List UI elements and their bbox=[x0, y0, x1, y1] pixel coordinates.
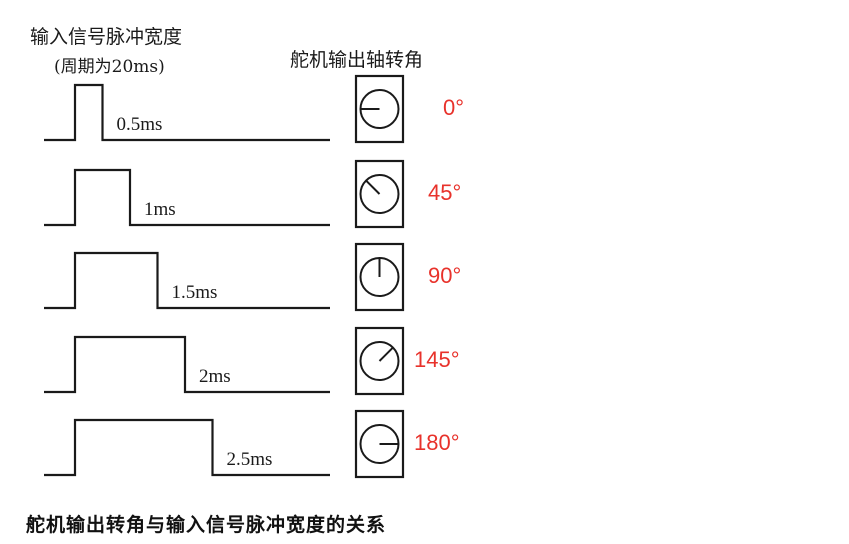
servo-box-2 bbox=[354, 159, 405, 229]
angle-label-4: 145° bbox=[414, 347, 460, 372]
servo-pointer-2 bbox=[365, 179, 381, 195]
servo-dial-2 bbox=[359, 174, 400, 214]
header-input-width: 输入信号脉冲宽度 bbox=[30, 26, 183, 48]
pulse-waveform-4 bbox=[44, 335, 330, 394]
servo-pointer-4 bbox=[378, 346, 394, 362]
pulse-waveform-1 bbox=[44, 83, 330, 142]
pulse-width-label-2: 1ms bbox=[144, 199, 176, 220]
pulse-width-label-3: 1.5ms bbox=[171, 282, 218, 303]
servo-dial-4 bbox=[359, 341, 400, 381]
pulse-width-label-5: 2.5ms bbox=[226, 449, 273, 470]
angle-label-1: 0° bbox=[443, 95, 465, 120]
servo-box-3 bbox=[354, 242, 405, 312]
servo-box-5 bbox=[354, 409, 405, 479]
angle-label-3: 90° bbox=[428, 263, 462, 288]
pulse-waveform-5 bbox=[44, 418, 330, 477]
pulse-width-label-1: 0.5ms bbox=[116, 114, 163, 135]
angle-label-5: 180° bbox=[414, 430, 460, 455]
header-output-angle: 舵机输出轴转角 bbox=[290, 49, 424, 71]
servo-box-1 bbox=[354, 74, 405, 144]
header-period: (周期为20ms) bbox=[54, 57, 165, 77]
figure-caption: 舵机输出转角与输入信号脉冲宽度的关系 bbox=[26, 514, 387, 536]
servo-box-4 bbox=[354, 326, 405, 396]
pulse-waveform-3 bbox=[44, 251, 330, 310]
angle-label-2: 45° bbox=[428, 180, 462, 205]
pulse-width-label-4: 2ms bbox=[199, 366, 231, 387]
pulse-waveform-2 bbox=[44, 168, 330, 227]
